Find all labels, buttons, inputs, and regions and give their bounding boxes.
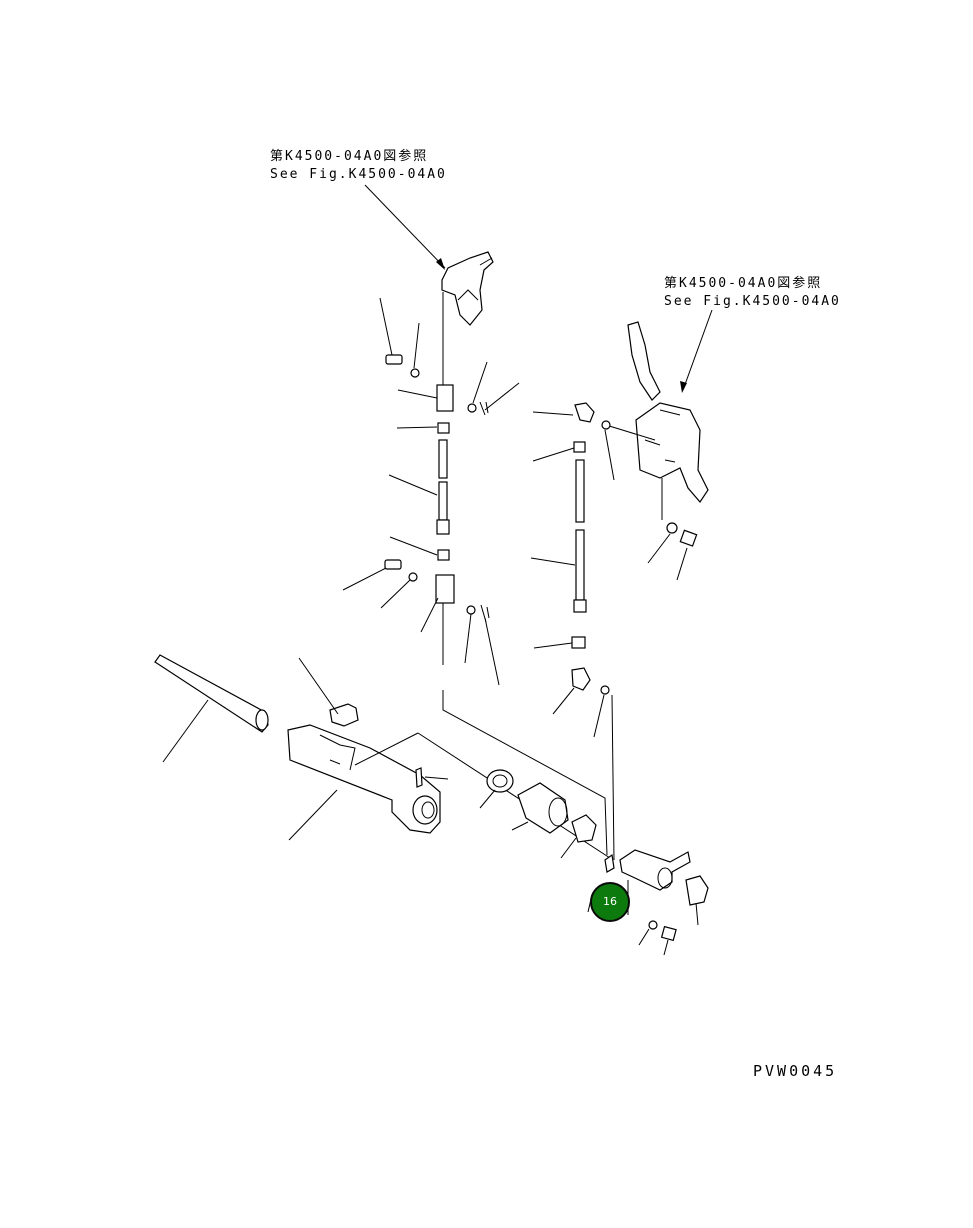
- right-linkage-assembly: [530, 402, 615, 861]
- upper-lever-bracket: [441, 251, 494, 326]
- reference-arrow-upper-right: [680, 309, 713, 393]
- reference-note-upper-right: 第K4500-04A0図参照 See Fig.K4500-04A0: [664, 275, 841, 311]
- reference-note-en: See Fig.K4500-04A0: [664, 294, 841, 309]
- drawing-code: PVW0045: [753, 1062, 838, 1080]
- part-callout-16[interactable]: 16: [590, 882, 630, 922]
- control-valve-body: [605, 321, 709, 581]
- reference-note-jp: 第K4500-04A0図参照: [664, 276, 823, 291]
- reference-note-upper-left: 第K4500-04A0図参照 See Fig.K4500-04A0: [270, 148, 447, 184]
- callout-number: 16: [603, 895, 617, 908]
- reference-note-jp: 第K4500-04A0図参照: [270, 149, 429, 164]
- bushings-and-sleeve: [479, 769, 597, 859]
- lower-lever-and-bracket: [154, 654, 449, 841]
- connecting-link: [442, 690, 608, 856]
- left-linkage-assembly: [342, 292, 520, 686]
- reference-arrow-upper-left: [364, 184, 446, 270]
- lower-right-lever: [587, 849, 709, 956]
- reference-note-en: See Fig.K4500-04A0: [270, 167, 447, 182]
